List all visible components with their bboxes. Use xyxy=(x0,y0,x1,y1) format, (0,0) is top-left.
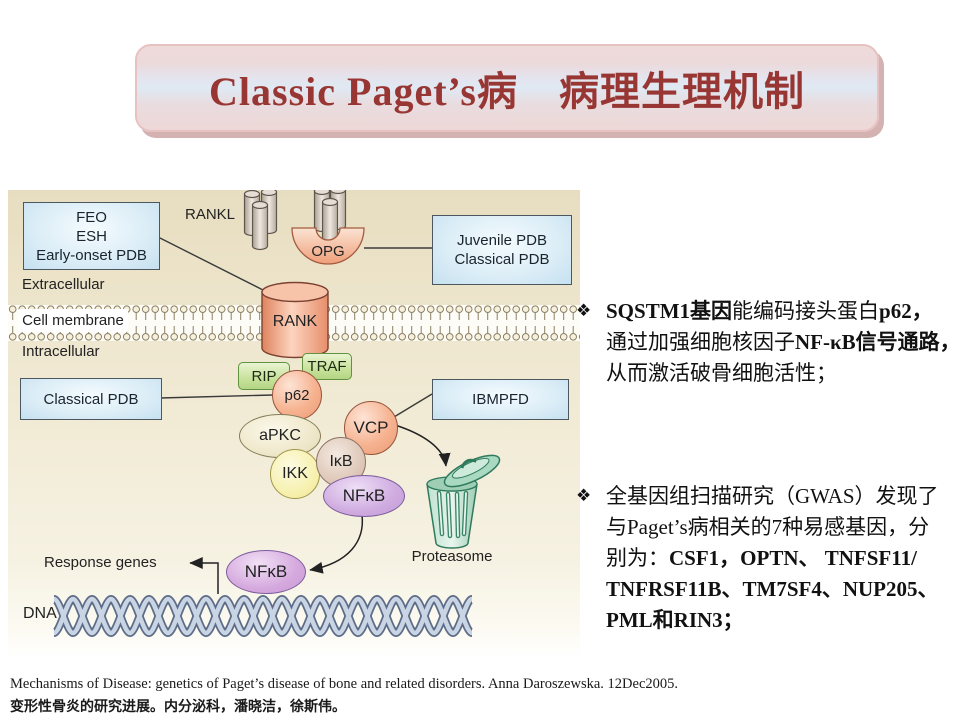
proteasome-label: Proteasome xyxy=(411,548,493,565)
proteasome-trashcan-icon xyxy=(426,454,501,549)
box-line: Juvenile PDB xyxy=(456,232,548,249)
box-line: Early-onset PDB xyxy=(36,246,147,264)
ibmpfd-box: IBMPFD xyxy=(432,379,569,420)
ikk-protein: IKK xyxy=(270,449,320,499)
diamond-bullet-icon: ❖ xyxy=(576,301,592,320)
extracellular-label: Extracellular xyxy=(22,276,105,293)
response-genes-label: Response genes xyxy=(44,554,157,571)
page-title: Classic Paget’s病 病理生理机制 xyxy=(209,69,805,114)
bullet-text: 全基因组扫描研究（GWAS）发现了与Paget’s病相关的7种易感基因，分别为：… xyxy=(606,484,939,632)
nfkb-lower-protein: NFκB xyxy=(226,550,306,594)
opg-arc-icon xyxy=(291,227,365,265)
connector-lines xyxy=(157,236,433,418)
bullet-text: SQSTM1基因能编码接头蛋白p62，通过加强细胞核因子NF-κB信号通路，从而… xyxy=(606,299,960,385)
rankl-trimer-icon xyxy=(243,190,278,251)
flow-arrows xyxy=(189,424,451,594)
nfkb-upper-protein: NFκB xyxy=(323,475,405,517)
title-banner: Classic Paget’s病 病理生理机制 xyxy=(135,44,879,132)
feo-esh-box: FEO ESH Early-onset PDB xyxy=(23,202,160,270)
box-line: FEO xyxy=(76,208,107,226)
citation-line: Mechanisms of Disease: genetics of Paget… xyxy=(10,676,679,692)
rank-label: RANK xyxy=(272,313,318,330)
classical-pdb-box: Classical PDB xyxy=(20,378,162,420)
dna-label: DNA xyxy=(23,605,57,622)
cell-membrane-label: Cell membrane xyxy=(18,309,128,332)
juvenile-pdb-box: Juvenile PDB Classical PDB xyxy=(432,215,572,285)
credit-line: 变形性骨炎的研究进展。内分泌科，潘晓洁，徐斯伟。 xyxy=(10,698,346,714)
rank-receptor-cylinder xyxy=(261,281,329,359)
diamond-bullet-icon: ❖ xyxy=(576,486,592,505)
bullet-item: ❖ 全基因组扫描研究（GWAS）发现了与Paget’s病相关的7种易感基因，分别… xyxy=(576,481,960,636)
dna-helix-icon xyxy=(51,594,475,638)
apkc-protein: aPKC xyxy=(239,414,321,458)
rankl-label: RANKL xyxy=(185,206,236,223)
box-line: IBMPFD xyxy=(472,391,529,408)
box-line: ESH xyxy=(76,227,107,245)
p62-protein: p62 xyxy=(272,370,322,420)
intracellular-label: Intracellular xyxy=(22,343,100,360)
pathway-diagram: FEO ESH Early-onset PDB Juvenile PDB Cla… xyxy=(8,190,580,658)
bullet-item: ❖ SQSTM1基因能编码接头蛋白p62，通过加强细胞核因子NF-κB信号通路，… xyxy=(576,296,960,389)
box-line: Classical PDB xyxy=(454,251,550,268)
opg-label: OPG xyxy=(311,243,345,260)
box-line: Classical PDB xyxy=(43,390,139,408)
